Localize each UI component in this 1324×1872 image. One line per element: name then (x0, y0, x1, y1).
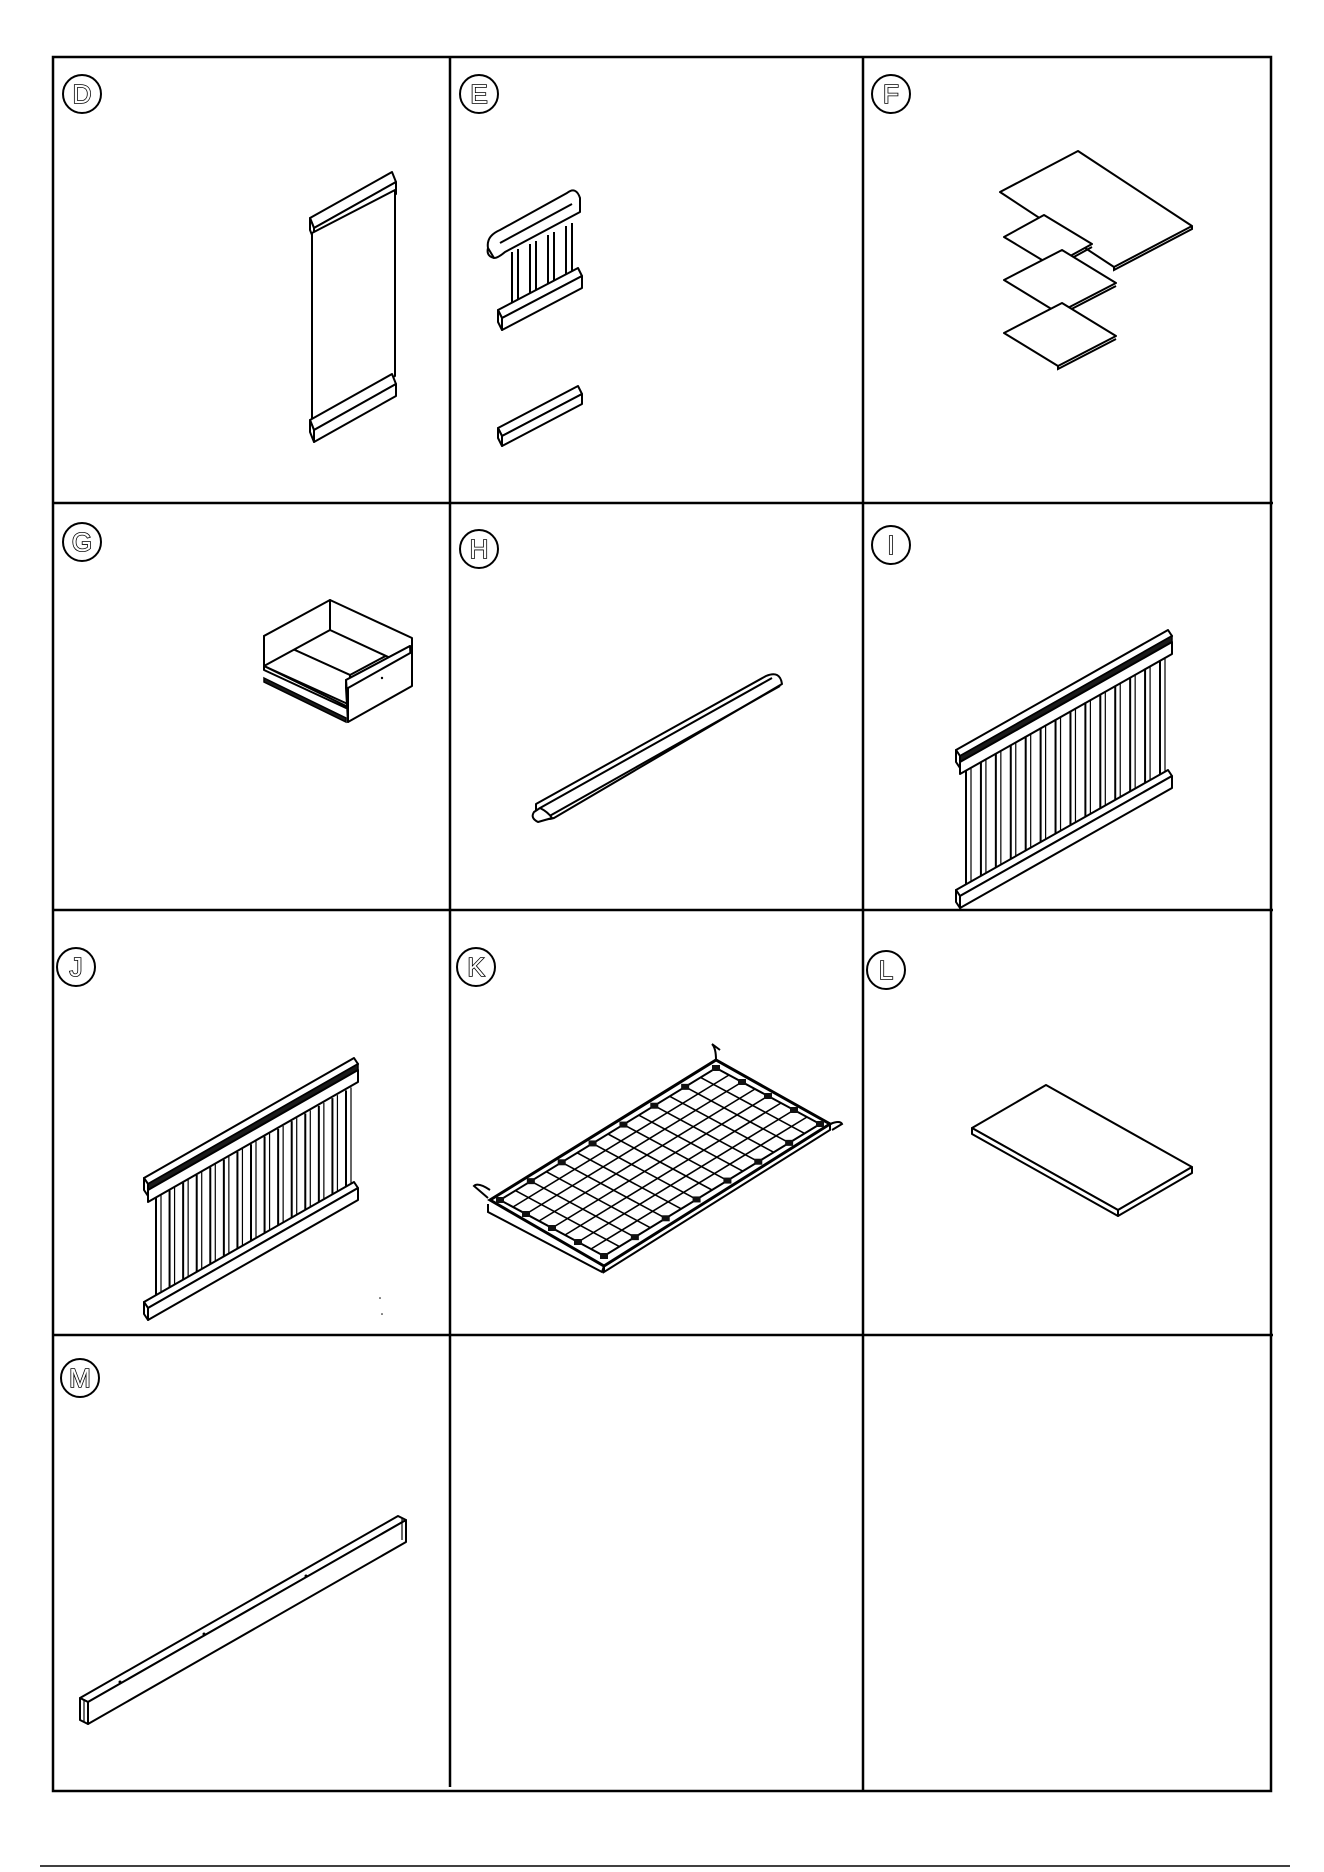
label-J: J (57, 948, 95, 986)
svg-text:D: D (73, 79, 92, 109)
part-D-drawing (310, 172, 396, 442)
label-I: I (872, 526, 910, 564)
svg-text:I: I (887, 530, 894, 560)
label-L: L (867, 951, 905, 989)
part-H-drawing (533, 674, 782, 822)
part-M-drawing (80, 1516, 406, 1724)
svg-text:H: H (470, 534, 489, 564)
label-K: K (457, 948, 495, 986)
part-K-drawing (474, 1044, 842, 1272)
svg-text:L: L (879, 955, 893, 985)
part-L-drawing (972, 1085, 1192, 1216)
label-H: H (460, 530, 498, 568)
svg-text:J: J (70, 952, 83, 982)
label-G: G (63, 523, 101, 561)
part-F-drawing (1000, 151, 1192, 369)
svg-text:M: M (69, 1363, 91, 1393)
svg-text:G: G (72, 527, 92, 557)
svg-text:F: F (883, 79, 899, 109)
label-M: M (61, 1359, 99, 1397)
label-F: F (872, 75, 910, 113)
svg-text:E: E (470, 79, 487, 109)
part-I-drawing (956, 630, 1172, 908)
grid-frame (53, 57, 1273, 1791)
svg-text:K: K (467, 952, 485, 982)
part-E-drawing (488, 190, 582, 446)
part-G-drawing (264, 600, 412, 722)
part-J-drawing (144, 1058, 383, 1320)
label-E: E (460, 75, 498, 113)
label-D: D (63, 75, 101, 113)
